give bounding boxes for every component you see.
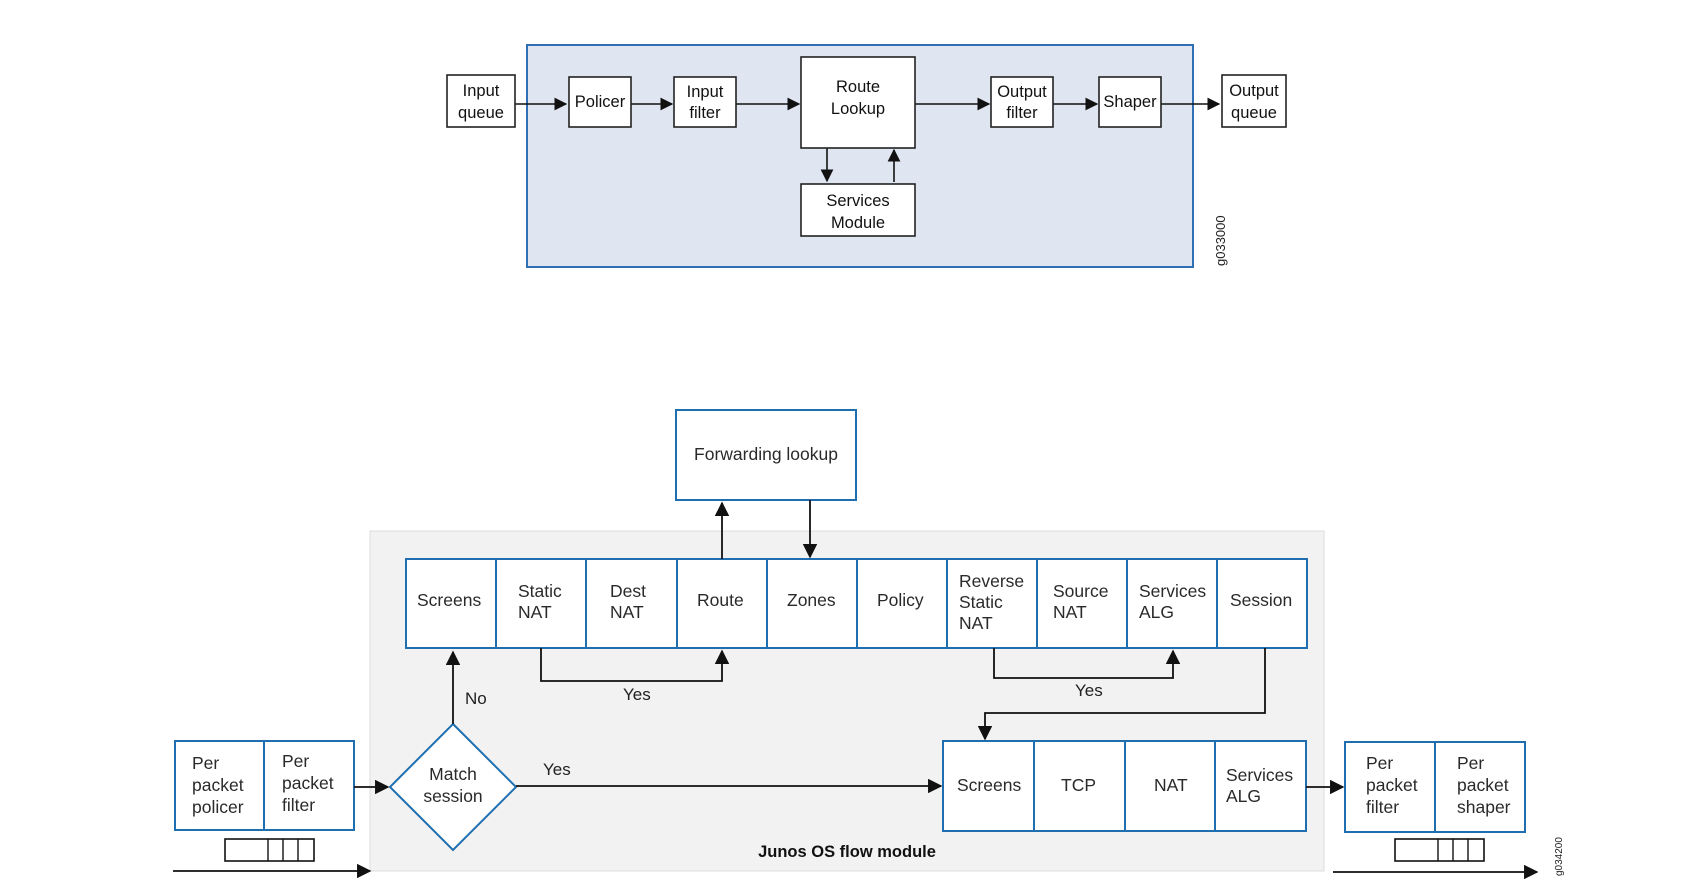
box-route-lookup-line-1: Route: [836, 78, 880, 96]
box-output-filter: Output filter: [990, 76, 1054, 128]
flow-module-title: Junos OS flow module: [758, 843, 936, 861]
fast-cell-services-alg-line-2: ALG: [1226, 786, 1261, 806]
flow-cell-policy: Policy: [877, 590, 924, 610]
flow-cell-reverse-static-nat-line-1: Reverse: [959, 571, 1024, 591]
ingress-box: Per packet policer Per packet filter: [174, 740, 355, 831]
egress-shaper-line-3: shaper: [1457, 797, 1511, 817]
box-services-module-line-1: Services: [826, 192, 889, 210]
ingress-filter-line-2: packet: [282, 773, 334, 793]
box-input-filter: Input filter: [673, 76, 737, 128]
box-policer-line-1: Policer: [575, 93, 626, 111]
flow-cell-source-nat-line-2: NAT: [1053, 602, 1087, 622]
fast-path-row: Screens TCP NAT Services ALG: [942, 740, 1307, 832]
box-output-filter-line-2: filter: [1006, 104, 1038, 122]
flow-cell-zones: Zones: [787, 590, 836, 610]
forwarding-lookup-label: Forwarding lookup: [694, 444, 838, 464]
ingress-queue-icon: [224, 838, 315, 862]
flow-cell-source-nat-line-1: Source: [1053, 581, 1108, 601]
egress-filter-line-1: Per: [1366, 753, 1393, 773]
ingress-filter-line-1: Per: [282, 751, 309, 771]
flow-cell-services-alg-line-2: ALG: [1139, 602, 1174, 622]
flow-cell-reverse-static-nat-line-2: Static: [959, 592, 1003, 612]
egress-queue-icon: [1394, 838, 1485, 862]
ingress-policer-line-1: Per: [192, 753, 219, 773]
fast-cell-screens: Screens: [957, 775, 1021, 795]
flow-cell-session: Session: [1230, 590, 1292, 610]
box-output-queue-line-2: queue: [1231, 104, 1277, 122]
box-output-queue-line-1: Output: [1229, 82, 1279, 100]
box-policer: Policer: [568, 76, 632, 128]
box-input-filter-line-2: filter: [689, 104, 721, 122]
label-yes-nat-right: Yes: [1075, 681, 1103, 700]
box-services-module-line-2: Module: [831, 214, 885, 232]
label-yes-match: Yes: [543, 760, 571, 779]
flow-cell-services-alg-line-1: Services: [1139, 581, 1206, 601]
arrow-session-to-fast-path: [977, 648, 1266, 741]
fast-cell-tcp: TCP: [1061, 775, 1096, 795]
egress-filter-line-2: packet: [1366, 775, 1418, 795]
arrow-static-nat-yes-to-route: [540, 648, 730, 682]
flow-cell-reverse-static-nat-line-3: NAT: [959, 613, 993, 633]
flow-cell-route: Route: [697, 590, 744, 610]
fast-cell-nat: NAT: [1154, 775, 1188, 795]
egress-shaper-line-1: Per: [1457, 753, 1484, 773]
box-input-queue: Input queue: [446, 74, 516, 128]
ingress-filter-line-3: filter: [282, 795, 315, 815]
egress-box: Per packet filter Per packet shaper: [1344, 741, 1526, 833]
flow-cell-static-nat-line-1: Static: [518, 581, 562, 601]
box-input-filter-line-1: Input: [687, 83, 724, 101]
egress-filter-line-3: filter: [1366, 797, 1399, 817]
flow-cell-screens: Screens: [417, 590, 481, 610]
bottom-diagram: Forwarding lookup Screens Static NAT Des…: [173, 409, 1565, 880]
ingress-policer-line-3: policer: [192, 797, 244, 817]
decision-line-2: session: [423, 786, 482, 806]
box-input-queue-line-1: Input: [463, 82, 500, 100]
bottom-figure-id: g034200: [1554, 837, 1565, 876]
flow-cell-dest-nat-line-2: NAT: [610, 602, 644, 622]
ingress-policer-line-2: packet: [192, 775, 244, 795]
box-shaper: Shaper: [1098, 76, 1162, 128]
box-output-filter-line-1: Output: [997, 83, 1047, 101]
label-no: No: [465, 689, 487, 708]
label-yes-nat-left: Yes: [623, 685, 651, 704]
box-route-lookup-line-2: Lookup: [831, 100, 885, 118]
box-output-queue: Output queue: [1221, 74, 1287, 128]
box-route-lookup: Route Lookup: [800, 56, 916, 149]
decision-line-1: Match: [429, 764, 477, 784]
match-session-decision: Match session: [388, 722, 518, 852]
fast-cell-services-alg-line-1: Services: [1226, 765, 1293, 785]
top-diagram: Input queue Policer Input filter Route L…: [446, 44, 1287, 268]
box-forwarding-lookup: Forwarding lookup: [675, 409, 857, 501]
egress-shaper-line-2: packet: [1457, 775, 1509, 795]
top-figure-id: g033000: [1213, 215, 1228, 266]
arrow-reverse-static-nat-yes-to-services-alg: [993, 648, 1181, 679]
flow-row: Screens Static NAT Dest NAT Route Zones …: [405, 558, 1308, 649]
flow-cell-static-nat-line-2: NAT: [518, 602, 552, 622]
box-services-module: Services Module: [800, 183, 916, 237]
box-shaper-line-1: Shaper: [1103, 93, 1157, 111]
flow-cell-dest-nat-line-1: Dest: [610, 581, 646, 601]
box-input-queue-line-2: queue: [458, 104, 504, 122]
